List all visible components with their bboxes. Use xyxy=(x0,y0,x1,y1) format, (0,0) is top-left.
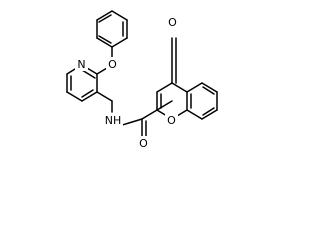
phenoxy-oxygen-label: O xyxy=(108,58,117,71)
bond xyxy=(96,10,113,21)
bond xyxy=(96,91,113,102)
bond xyxy=(201,82,218,93)
bond xyxy=(81,89,94,98)
amide-nitrogen-label: NH xyxy=(105,114,122,127)
bond xyxy=(202,107,215,116)
bond xyxy=(98,35,112,44)
ketone-oxygen-bg xyxy=(166,15,179,29)
bond xyxy=(66,91,83,102)
bond xyxy=(186,109,203,120)
bond xyxy=(156,82,173,93)
amide-oxygen-label: O xyxy=(139,137,148,150)
bond xyxy=(201,109,218,120)
molecule-structure-diagram: O O N NH O O xyxy=(66,10,218,150)
bond xyxy=(96,67,108,75)
bond xyxy=(81,69,96,79)
ketone-oxygen-label: O xyxy=(168,16,177,29)
bond xyxy=(66,68,76,75)
bond xyxy=(98,14,112,23)
bond xyxy=(186,82,203,93)
bond xyxy=(171,82,188,93)
bond xyxy=(111,10,128,21)
ring-oxygen-bg xyxy=(165,113,178,127)
bond xyxy=(156,100,173,111)
ring-oxygen-label: O xyxy=(167,114,176,127)
bonds xyxy=(66,10,218,137)
bond xyxy=(202,86,215,95)
bond xyxy=(96,37,113,48)
phenoxy-oxygen-bg xyxy=(106,57,119,71)
bond xyxy=(111,37,128,48)
amide-oxygen-bg xyxy=(137,136,150,150)
bond xyxy=(141,109,158,120)
bond xyxy=(81,91,98,102)
atom-labels: O O N NH O O xyxy=(75,15,179,150)
pyridine-nitrogen-label: N xyxy=(77,58,85,71)
pyridine-nitrogen-bg xyxy=(75,57,88,71)
amide-nitrogen-bg xyxy=(103,113,123,127)
